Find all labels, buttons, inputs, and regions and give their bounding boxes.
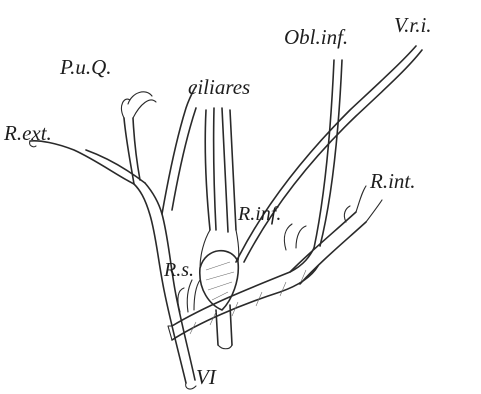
r-inf-branch bbox=[284, 224, 306, 250]
label-obl-inf: Obl.inf. bbox=[284, 25, 348, 49]
label-r-s: R.s. bbox=[163, 259, 194, 281]
vri-vessel bbox=[236, 46, 422, 262]
ciliares-bundle bbox=[200, 108, 239, 310]
label-vi: VI bbox=[196, 365, 217, 389]
ciliary-left-nerve bbox=[162, 86, 196, 214]
label-vri: V.r.i. bbox=[394, 13, 432, 37]
label-r-ext: R.ext. bbox=[3, 121, 52, 145]
obl-inf-branch bbox=[314, 60, 342, 248]
label-ciliares: ciliares bbox=[188, 75, 250, 99]
label-r-inf: R.inf. bbox=[237, 203, 281, 225]
label-puq: P.u.Q. bbox=[59, 55, 112, 79]
nerve-vi-trunk bbox=[134, 183, 196, 389]
label-r-int: R.int. bbox=[369, 169, 416, 193]
r-s-branch bbox=[187, 280, 200, 312]
ganglion-stub bbox=[216, 305, 232, 349]
r-int-branch bbox=[290, 186, 382, 284]
